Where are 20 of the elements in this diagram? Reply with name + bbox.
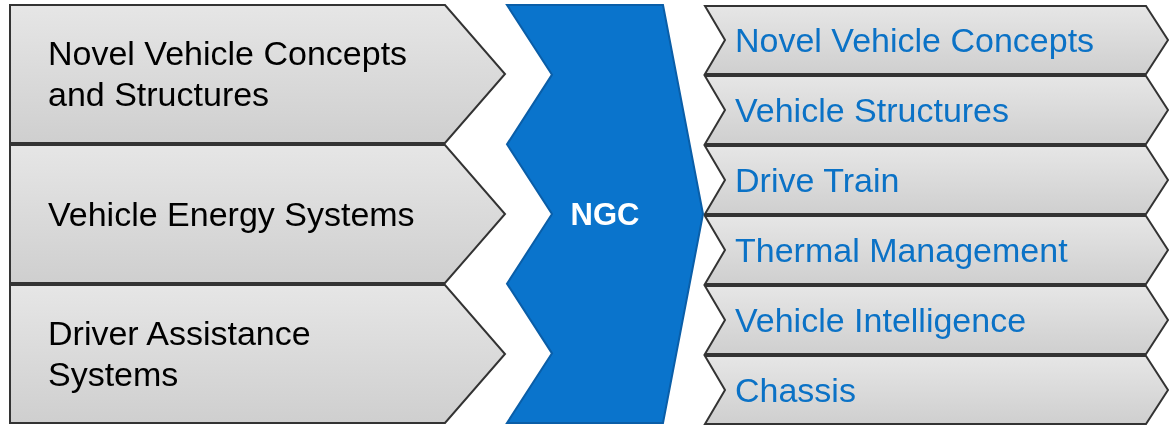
chevron-panel xyxy=(705,356,1168,424)
chevron-panel xyxy=(705,216,1168,284)
center-chevron-panel xyxy=(507,5,703,423)
arrow-label: Chassis xyxy=(735,369,856,411)
chevron-panel xyxy=(705,76,1168,144)
arrow-label: Drive Train xyxy=(735,159,900,201)
arrow-label: NGC xyxy=(570,195,640,233)
chevron-panel xyxy=(10,285,505,423)
chevron-panel xyxy=(705,146,1168,214)
arrow-label: Novel Vehicle Concepts xyxy=(735,19,1095,61)
arrow-label: Vehicle Energy Systems xyxy=(48,193,415,235)
arrow-label: Novel Vehicle Concepts and Structures xyxy=(48,33,409,115)
chevron-panel xyxy=(705,286,1168,354)
chevron-panel xyxy=(10,145,505,283)
arrow-label: Vehicle Structures xyxy=(735,89,1010,131)
arrow-label: Driver Assistance Systems xyxy=(48,313,312,395)
chevron-panel xyxy=(705,6,1168,74)
arrow-label: Thermal Management xyxy=(735,229,1068,271)
chevron-panel xyxy=(10,5,505,143)
arrow-label: Vehicle Intelligence xyxy=(735,299,1027,341)
